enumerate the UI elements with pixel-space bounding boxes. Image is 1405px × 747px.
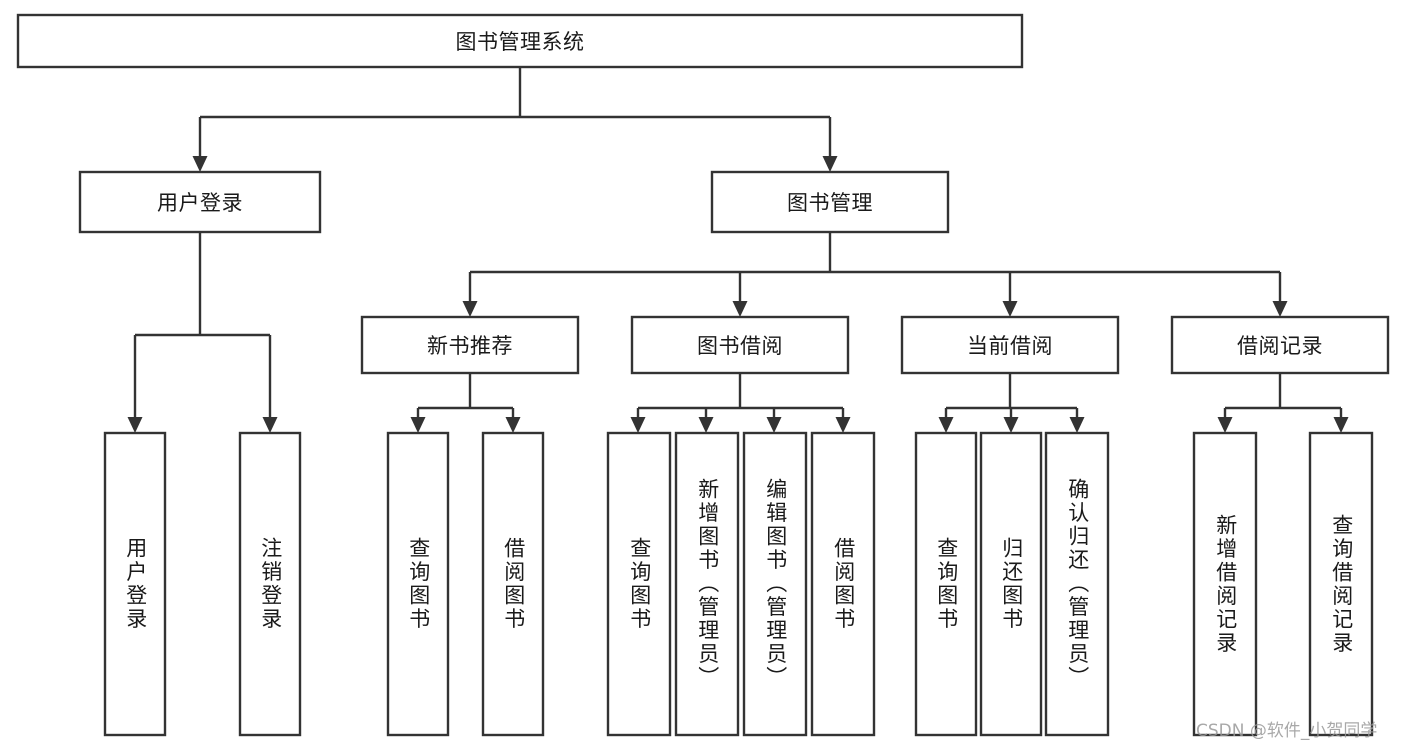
leaf-leaf-query-record-box[interactable] [1308,431,1374,737]
leaf-leaf-borrow-book-2-box[interactable] [810,431,876,737]
node-current-borrow-label: 当前借阅 [967,334,1053,358]
root-node-box[interactable] [16,13,1024,69]
borrow-to-leaves-arrow-1-head [698,417,714,433]
csdn-watermark: CSDN @软件_小贺同学 [1196,721,1378,741]
leaf-leaf-query-book-1-box[interactable] [386,431,450,737]
node-book-manage-box[interactable] [710,170,950,234]
leaf-leaf-add-book-box[interactable] [674,431,740,737]
current-to-leaves-arrow-1-head [1003,417,1019,433]
leaf-leaf-return-book-box[interactable] [979,431,1043,737]
book-manage-to-level3-arrow-1-head [732,301,748,317]
leaf-leaf-logout-box[interactable] [238,431,302,737]
book-manage-to-level3-arrow-3-head [1272,301,1288,317]
book-manage-to-level3-arrow-2-head [1002,301,1018,317]
recommend-to-leaves-arrow-1-head [505,417,521,433]
root-node-label: 图书管理系统 [456,30,585,54]
book-manage-to-level3-arrow-0-head [462,301,478,317]
node-new-book-recommend-label: 新书推荐 [427,334,513,358]
root-to-level2-arrow-0-head [192,156,208,172]
node-book-borrow-label: 图书借阅 [697,334,783,358]
record-to-leaves-arrow-0-head [1217,417,1233,433]
current-to-leaves-arrow-2-head [1069,417,1085,433]
leaf-leaf-query-book-2-box[interactable] [606,431,672,737]
leaf-leaf-user-login-box[interactable] [103,431,167,737]
record-to-leaves-arrow-1-head [1333,417,1349,433]
leaf-leaf-confirm-return-box[interactable] [1044,431,1110,737]
boxes-layer [16,13,1390,737]
node-current-borrow-box[interactable] [900,315,1120,375]
node-borrow-record-box[interactable] [1170,315,1390,375]
root-to-level2-arrow-1-head [822,156,838,172]
node-book-borrow-box[interactable] [630,315,850,375]
borrow-to-leaves-arrow-2-head [766,417,782,433]
current-to-leaves-arrow-0-head [938,417,954,433]
node-user-login-label: 用户登录 [157,191,243,215]
leaf-leaf-borrow-book-1-box[interactable] [481,431,545,737]
recommend-to-leaves-arrow-0-head [410,417,426,433]
node-user-login-box[interactable] [78,170,322,234]
node-book-manage-label: 图书管理 [787,191,873,215]
borrow-to-leaves-arrow-3-head [835,417,851,433]
connectors-layer [127,67,1349,433]
node-new-book-recommend-box[interactable] [360,315,580,375]
leaf-leaf-query-book-3-box[interactable] [914,431,978,737]
leaf-leaf-edit-book-box[interactable] [742,431,808,737]
leaf-leaf-add-record-box[interactable] [1192,431,1258,737]
user-login-to-leaves-arrow-0-head [127,417,143,433]
borrow-to-leaves-arrow-0-head [630,417,646,433]
user-login-to-leaves-arrow-1-head [262,417,278,433]
node-borrow-record-label: 借阅记录 [1237,334,1323,358]
